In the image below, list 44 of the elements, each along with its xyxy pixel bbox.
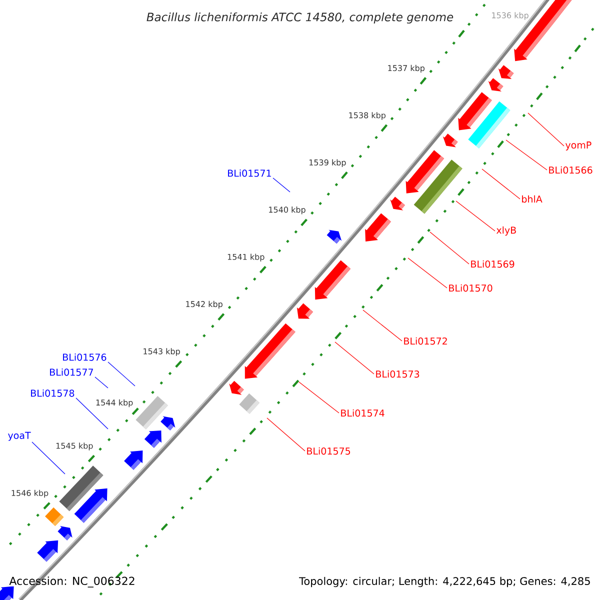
tick-label: 1538 kbp	[349, 112, 386, 120]
title: Bacillus licheniformis ATCC 14580, complete genome	[146, 12, 454, 24]
tick-label: 1545 kbp	[56, 442, 93, 450]
gene-label: xlyB	[496, 226, 516, 236]
leader-line	[456, 200, 496, 232]
gene-label: BLi01566	[549, 166, 592, 174]
gene-label: BLi01575	[307, 447, 350, 455]
tick-label: 1543 kbp	[144, 348, 180, 356]
leader-line	[108, 362, 136, 386]
gene-label: BLi01577	[50, 368, 93, 376]
tick-label: 1539 kbp	[309, 159, 346, 168]
gene-label: BLi01569	[471, 260, 514, 268]
leader-line	[362, 310, 402, 342]
leader-line	[76, 398, 108, 430]
tick-label: 1544 kbp	[96, 399, 133, 408]
gene-label: bhlA	[522, 195, 542, 203]
leader-line	[334, 342, 374, 374]
gene-label: BLi01571	[228, 169, 271, 177]
tick-label: 1540 kbp	[269, 206, 306, 214]
gene-label: BLi01570	[449, 284, 492, 292]
accession-label: Accession: NC_006322	[9, 576, 134, 588]
leader-line	[266, 418, 306, 452]
gene-label: yoaT	[8, 432, 31, 441]
leader-line	[408, 258, 448, 288]
tick-label: 1541 kbp	[228, 254, 264, 262]
gene-label: BLi01573	[376, 370, 420, 378]
gene-label: BLi01572	[404, 337, 447, 345]
leader-line	[482, 168, 520, 200]
tick-label: 1536 kbp	[492, 12, 528, 20]
tick-label: 1546 kbp	[12, 490, 48, 498]
leader-line	[32, 442, 66, 474]
gene-label: BLi01574	[341, 409, 384, 417]
tick-label: 1537 kbp	[388, 64, 425, 73]
gene-label: BLi01576	[63, 353, 106, 361]
genome-info: Topology: circular; Length: 4,222,645 bp; Genes: 4,285	[299, 576, 590, 588]
gene-label: BLi01578	[31, 389, 74, 397]
leader-line	[94, 376, 108, 388]
tick-label: 1542 kbp	[186, 300, 222, 309]
leader-line	[430, 232, 470, 264]
leader-line	[298, 382, 340, 414]
gene-label: yomP	[566, 142, 592, 150]
leader-line	[528, 112, 564, 146]
leader-line	[272, 178, 290, 192]
leader-line	[506, 140, 548, 170]
